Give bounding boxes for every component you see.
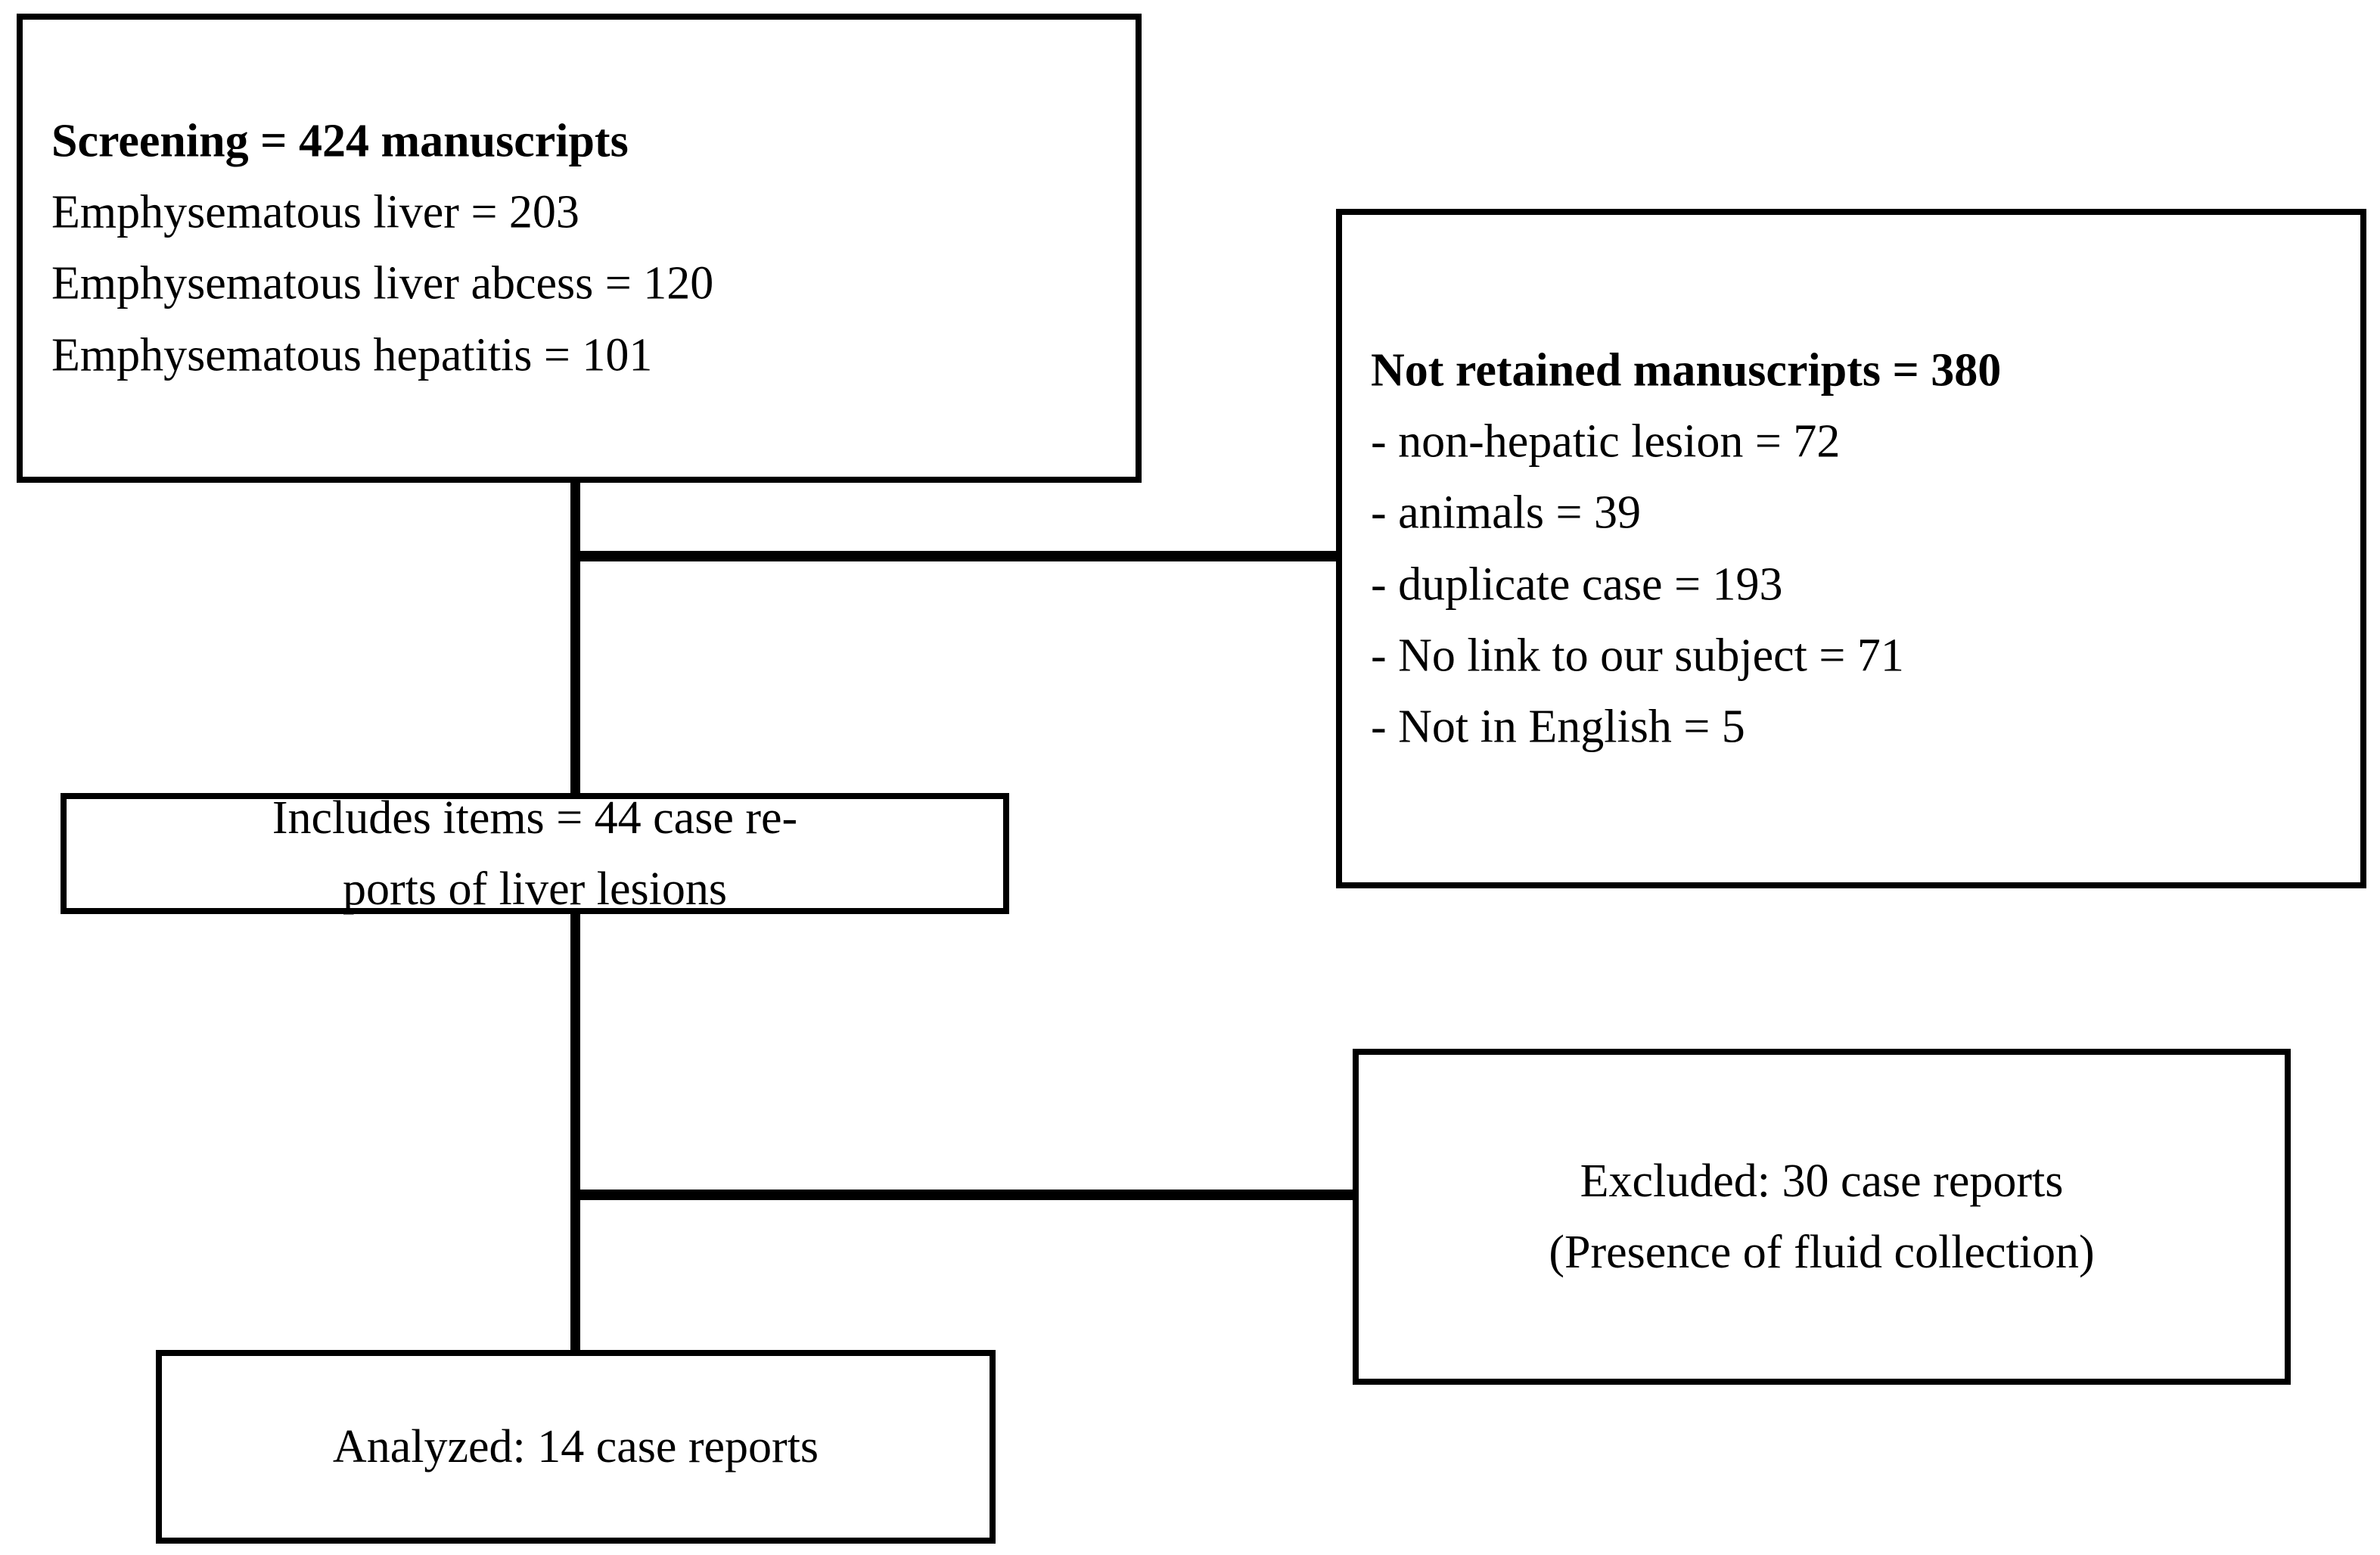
not-retained-heading: Not retained manuscripts = 380 [1371, 344, 2002, 397]
screening-item-emphysematous-liver-abcess: Emphysematous liver abcess = 120 [51, 258, 714, 309]
box-includes-items-content: Includes items = 44 case re- ports of li… [67, 782, 1003, 925]
analyzed-line-1: Analyzed: 14 case reports [332, 1420, 819, 1473]
connector-includes-to-excluded [570, 1190, 1356, 1200]
box-excluded: Excluded: 30 case reports (Presence of f… [1353, 1049, 2291, 1385]
includes-items-line-2: ports of liver lesions [343, 863, 727, 915]
excluded-line-1: Excluded: 30 case reports [1580, 1155, 2064, 1207]
box-not-retained: Not retained manuscripts = 380 - non-hep… [1336, 209, 2366, 888]
box-screening-content: Screening = 424 manuscripts Emphysematou… [23, 106, 1136, 391]
connector-includes-to-analyzed [570, 908, 580, 1354]
not-retained-item-duplicate-case: - duplicate case = 193 [1371, 558, 1783, 610]
connector-screening-to-not-retained [570, 551, 1339, 561]
screening-heading: Screening = 424 manuscripts [51, 115, 629, 167]
connector-screening-to-includes [570, 477, 580, 798]
box-not-retained-content: Not retained manuscripts = 380 - non-hep… [1342, 334, 2360, 762]
screening-item-emphysematous-liver: Emphysematous liver = 203 [51, 186, 579, 238]
screening-item-emphysematous-hepatitis: Emphysematous hepatitis = 101 [51, 329, 653, 381]
not-retained-item-not-in-english: - Not in English = 5 [1371, 701, 1745, 753]
includes-items-line-1: Includes items = 44 case re- [272, 791, 798, 844]
excluded-line-2: (Presence of fluid collection) [1549, 1227, 2095, 1278]
box-analyzed-content: Analyzed: 14 case reports [162, 1411, 990, 1482]
not-retained-item-no-link-to-subject: - No link to our subject = 71 [1371, 630, 1904, 682]
not-retained-item-animals: - animals = 39 [1371, 487, 1641, 539]
box-screening: Screening = 424 manuscripts Emphysematou… [17, 14, 1142, 483]
box-includes-items: Includes items = 44 case re- ports of li… [61, 792, 1009, 915]
not-retained-item-non-hepatic-lesion: - non-hepatic lesion = 72 [1371, 415, 1841, 468]
box-excluded-content: Excluded: 30 case reports (Presence of f… [1359, 1146, 2285, 1288]
box-analyzed: Analyzed: 14 case reports [156, 1350, 996, 1544]
